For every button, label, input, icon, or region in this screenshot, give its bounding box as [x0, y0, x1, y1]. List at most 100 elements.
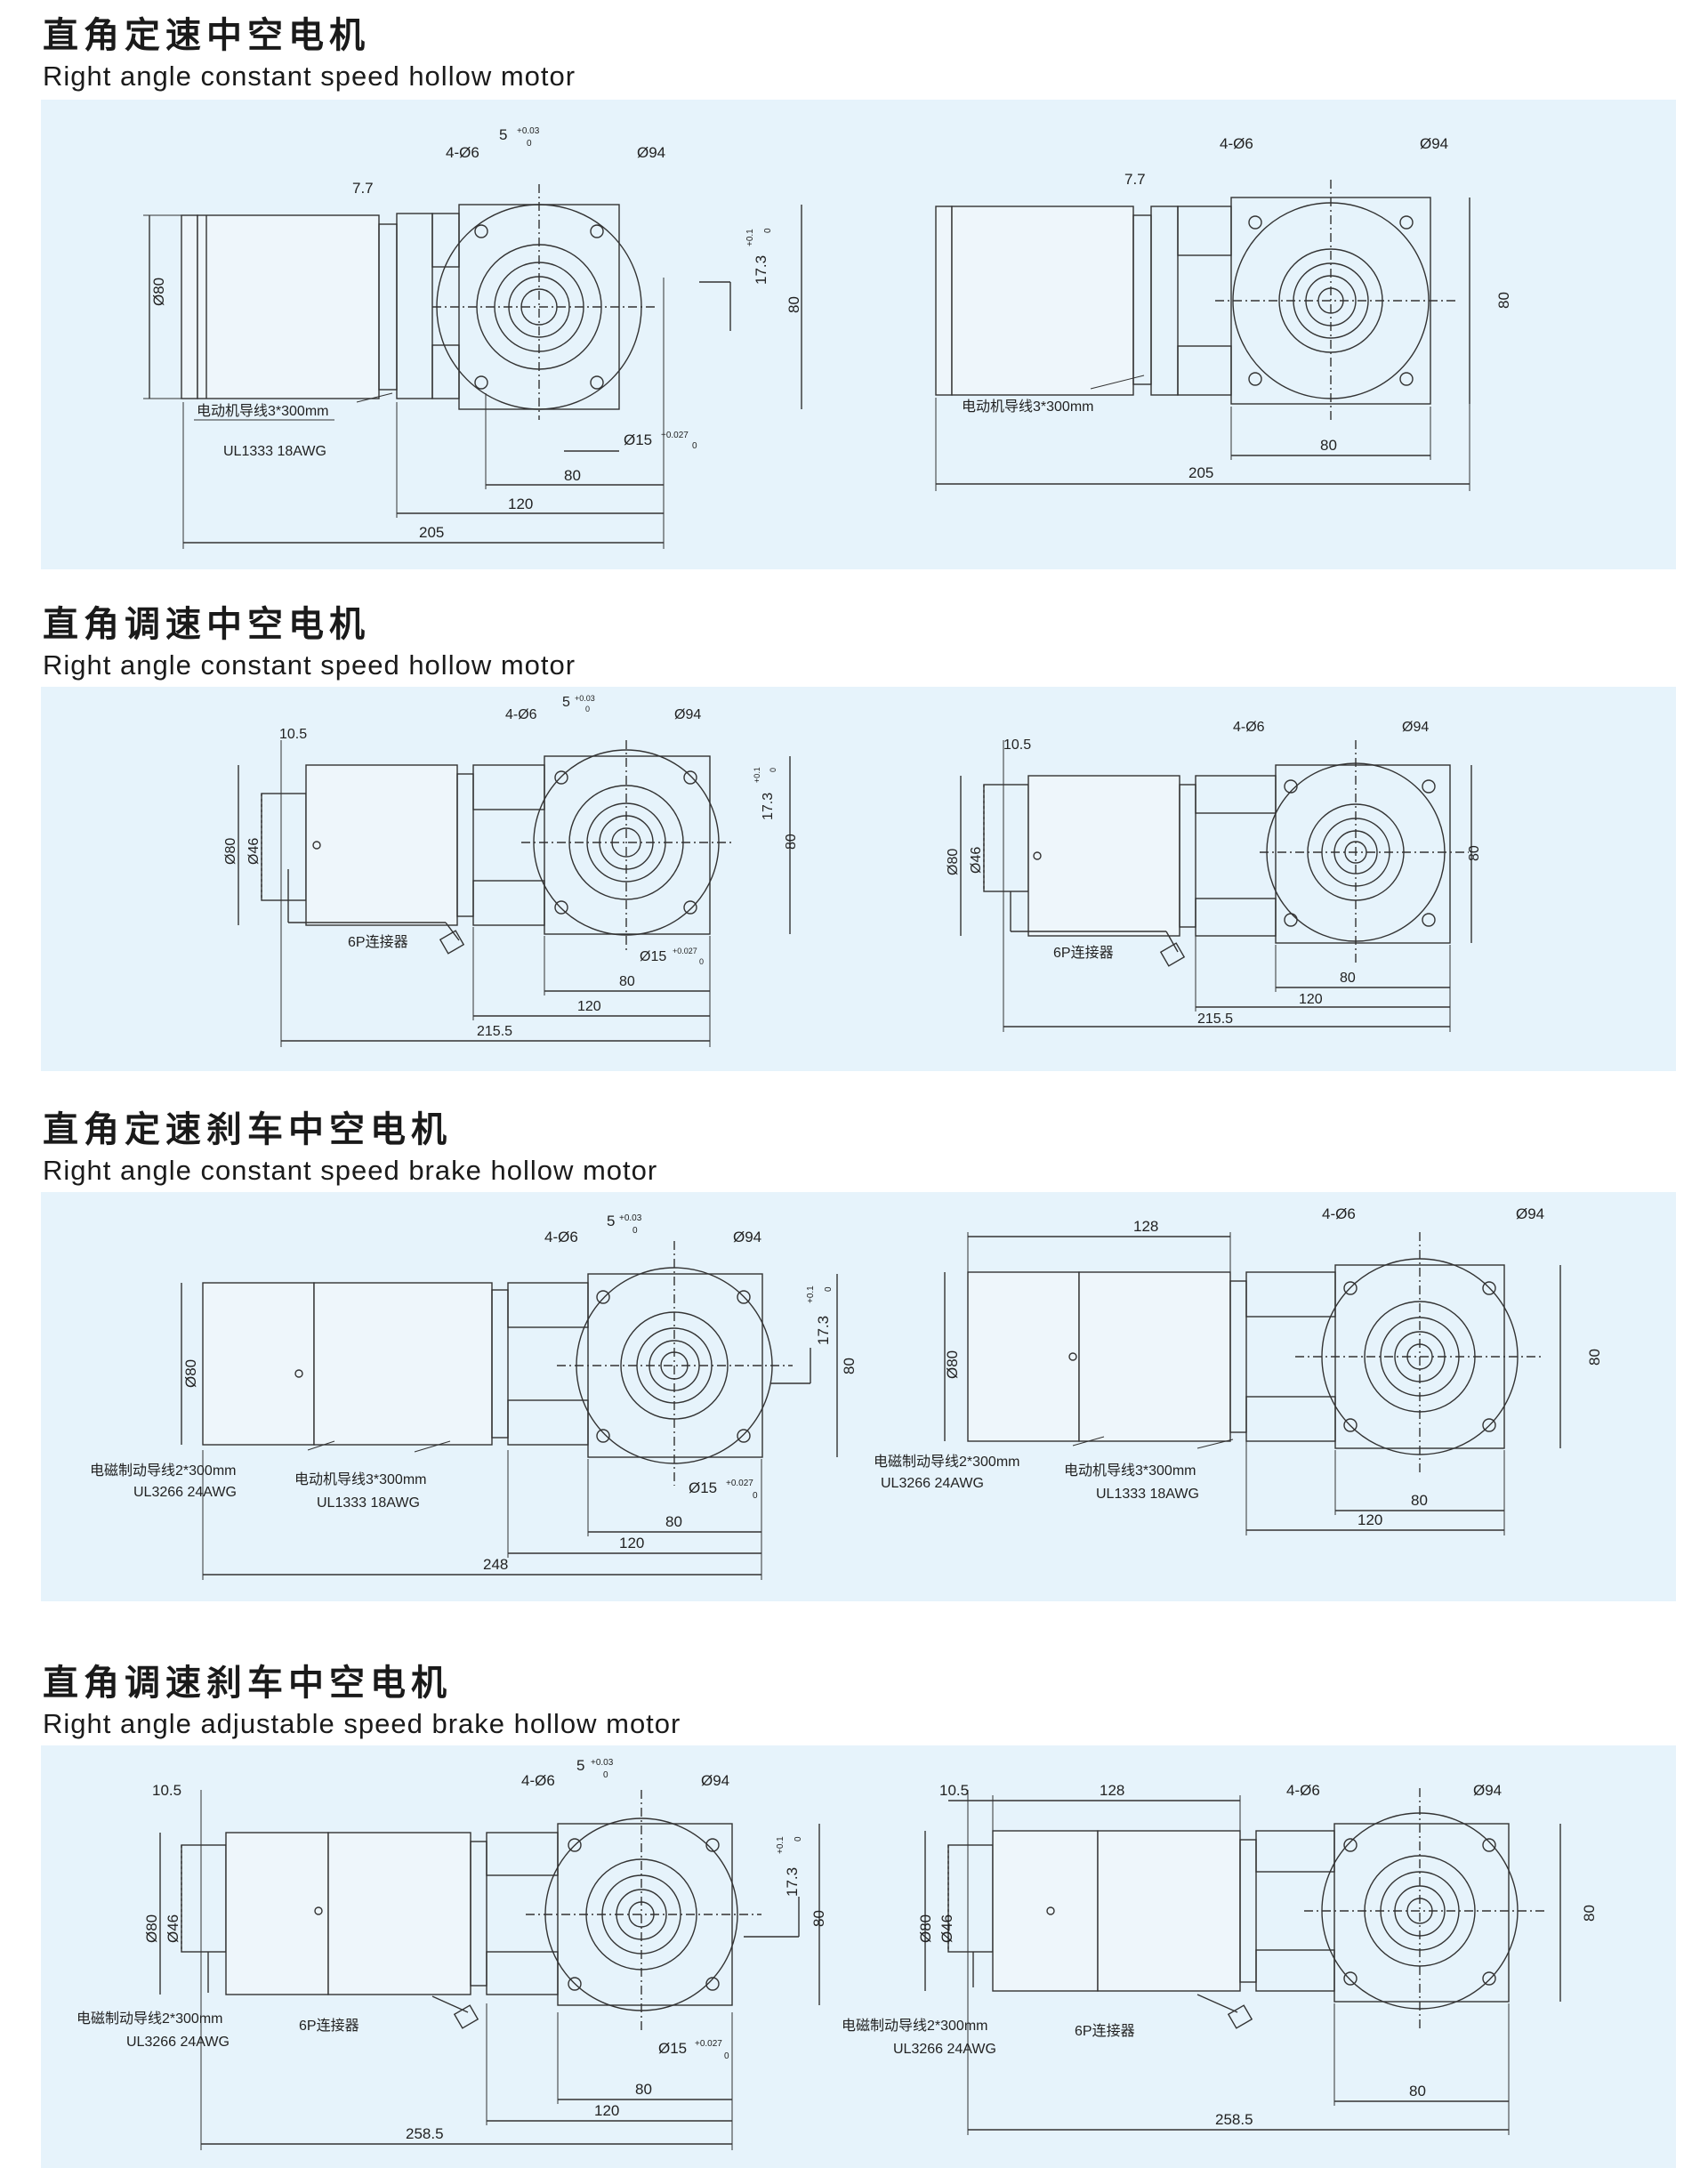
dim-1l-5-tol-up: +0.03	[517, 126, 540, 136]
drawing-1-right	[935, 180, 1470, 491]
section-4-drawings: 10.5 4-Ø6 5 +0.03 0 Ø94 Ø80 Ø46 17.3 +0.…	[77, 1757, 1598, 2150]
dim-2r-phi46: Ø46	[969, 847, 984, 874]
dim-4l-120: 120	[594, 2102, 619, 2119]
section-2-title: 直角调速中空电机	[43, 604, 370, 645]
note-3r-motor-wire: 电动机导线3*300mm	[1064, 1463, 1196, 1479]
dim-4l-5-tol-up: +0.03	[591, 1758, 614, 1768]
note-2r-connector: 6P连接器	[1053, 945, 1114, 961]
dim-3l-80-h: 80	[665, 1513, 682, 1530]
drawing-2-right	[960, 740, 1472, 1032]
dim-1l-17-3: 17.3	[753, 255, 769, 285]
dim-3l-5-tol-low: 0	[632, 1226, 638, 1236]
note-4r-connector: 6P连接器	[1075, 2023, 1135, 2039]
note-1l-ul: UL1333 18AWG	[223, 444, 326, 459]
dim-3l-5: 5	[607, 1213, 615, 1229]
dim-4r-80-h: 80	[1409, 2083, 1426, 2099]
drawing-4-left	[159, 1790, 820, 2150]
dim-1l-phi15: Ø15	[624, 431, 652, 448]
dim-2l-phi80: Ø80	[223, 838, 238, 865]
note-3l-motor-wire: 电动机导线3*300mm	[294, 1471, 426, 1487]
dim-1l-7-7: 7.7	[352, 180, 374, 197]
dim-1l-phi80: Ø80	[150, 278, 167, 306]
note-3l-brake-wire: 电磁制动导线2*300mm	[90, 1463, 236, 1479]
dim-1l-80-v: 80	[786, 296, 802, 313]
section-3-title: 直角定速刹车中空电机	[43, 1109, 452, 1150]
dim-2l-80-h: 80	[619, 974, 635, 989]
dim-1l-5: 5	[499, 126, 507, 143]
dim-2r-120: 120	[1299, 992, 1323, 1007]
section-3-drawing-panel: 4-Ø6 5 +0.03 0 Ø94 Ø80 17.3 +0.1 0 80 Ø1…	[41, 1192, 1676, 1601]
dim-2l-215-5: 215.5	[477, 1024, 512, 1039]
dim-3l-120: 120	[619, 1535, 644, 1551]
dim-4l-10-5: 10.5	[152, 1782, 181, 1799]
section-4-drawing-panel: 10.5 4-Ø6 5 +0.03 0 Ø94 Ø80 Ø46 17.3 +0.…	[41, 1745, 1676, 2168]
dim-2r-10-5: 10.5	[1003, 737, 1031, 753]
dim-4l-phi15-tol-low: 0	[724, 2051, 729, 2061]
dim-4l-5: 5	[576, 1757, 584, 1774]
dim-1r-7-7: 7.7	[1124, 171, 1146, 188]
dim-3l-17-3: 17.3	[815, 1316, 832, 1345]
dim-3r-phi80: Ø80	[944, 1350, 961, 1379]
section-4-title: 直角调速刹车中空电机	[43, 1663, 452, 1704]
dim-3r-phi94: Ø94	[1516, 1205, 1544, 1222]
dim-3r-128: 128	[1133, 1218, 1158, 1235]
dim-3r-80-v: 80	[1586, 1349, 1603, 1366]
dim-2r-215-5: 215.5	[1197, 1011, 1233, 1027]
dim-2l-phi15-tol-up: +0.027	[673, 947, 697, 955]
dim-2l-120: 120	[577, 999, 601, 1014]
dim-1l-phi15-tol-up: +0.027	[661, 431, 689, 440]
dim-3r-120: 120	[1358, 1511, 1382, 1528]
dim-2l-5-tol-up: +0.03	[575, 694, 595, 703]
dim-2r-phi80: Ø80	[946, 849, 961, 875]
dim-1l-80-h: 80	[564, 467, 581, 484]
dim-2r-4-6: 4-Ø6	[1233, 720, 1265, 735]
section-4-subtitle: Right angle adjustable speed brake hollo…	[43, 1708, 681, 1739]
dim-2l-80-v: 80	[784, 834, 799, 850]
dim-1r-205: 205	[1188, 464, 1213, 481]
dim-3l-phi94: Ø94	[733, 1229, 761, 1245]
dim-4l-phi15-tol-up: +0.027	[695, 2039, 722, 2049]
dim-3l-5-tol-up: +0.03	[619, 1213, 642, 1223]
dim-4r-128: 128	[1100, 1782, 1124, 1799]
drawing-4-right	[924, 1788, 1561, 2135]
dim-4l-17-3-tol-up: +0.1	[776, 1836, 786, 1854]
dim-3r-4-6: 4-Ø6	[1322, 1205, 1356, 1222]
dim-1r-4-6: 4-Ø6	[1220, 135, 1253, 152]
dim-4l-17-3-tol-low: 0	[794, 1836, 803, 1842]
dim-4r-phi94: Ø94	[1473, 1782, 1502, 1799]
dim-4l-phi80: Ø80	[143, 1914, 160, 1943]
dim-1l-4-6: 4-Ø6	[446, 144, 479, 161]
note-4l-connector: 6P连接器	[299, 2018, 359, 2034]
dim-2r-80-h: 80	[1340, 971, 1356, 986]
section-1-title: 直角定速中空电机	[43, 15, 370, 56]
dim-2l-5-tol-low: 0	[585, 705, 590, 713]
dim-4l-phi15: Ø15	[658, 2040, 687, 2057]
drawing-3-right	[944, 1232, 1561, 1535]
dim-2l-phi15: Ø15	[640, 949, 666, 964]
dim-2l-5: 5	[562, 695, 570, 710]
dim-4l-80-v: 80	[810, 1910, 827, 1927]
dim-4r-258-5: 258.5	[1215, 2111, 1253, 2128]
drawing-2-left	[238, 740, 791, 1047]
dim-4r-4-6: 4-Ø6	[1286, 1782, 1320, 1799]
dim-3l-phi80: Ø80	[182, 1359, 199, 1388]
dim-3l-248: 248	[483, 1556, 508, 1573]
dim-2l-phi94: Ø94	[674, 707, 701, 722]
dim-3l-phi15-tol-up: +0.027	[726, 1479, 753, 1488]
drawing-1-left	[143, 184, 802, 549]
dim-4l-phi94: Ø94	[701, 1772, 729, 1789]
dim-4l-258-5: 258.5	[406, 2125, 444, 2142]
dim-4r-phi46: Ø46	[939, 1914, 955, 1943]
dim-2l-4-6: 4-Ø6	[505, 707, 537, 722]
dim-3l-phi15: Ø15	[689, 1479, 717, 1496]
note-4r-brake-ul: UL3266 24AWG	[893, 2042, 996, 2057]
note-4r-brake-wire: 电磁制动导线2*300mm	[842, 2018, 987, 2034]
note-4l-brake-wire: 电磁制动导线2*300mm	[77, 2011, 222, 2027]
dim-3l-4-6: 4-Ø6	[544, 1229, 578, 1245]
dim-1l-phi15-tol-low: 0	[692, 441, 697, 451]
note-2l-connector: 6P连接器	[348, 934, 408, 950]
dim-1r-80-v: 80	[1495, 292, 1512, 309]
note-3r-motor-ul: UL1333 18AWG	[1096, 1487, 1199, 1502]
section-2-subtitle: Right angle constant speed hollow motor	[43, 649, 576, 681]
dim-2r-80-v: 80	[1467, 845, 1482, 861]
